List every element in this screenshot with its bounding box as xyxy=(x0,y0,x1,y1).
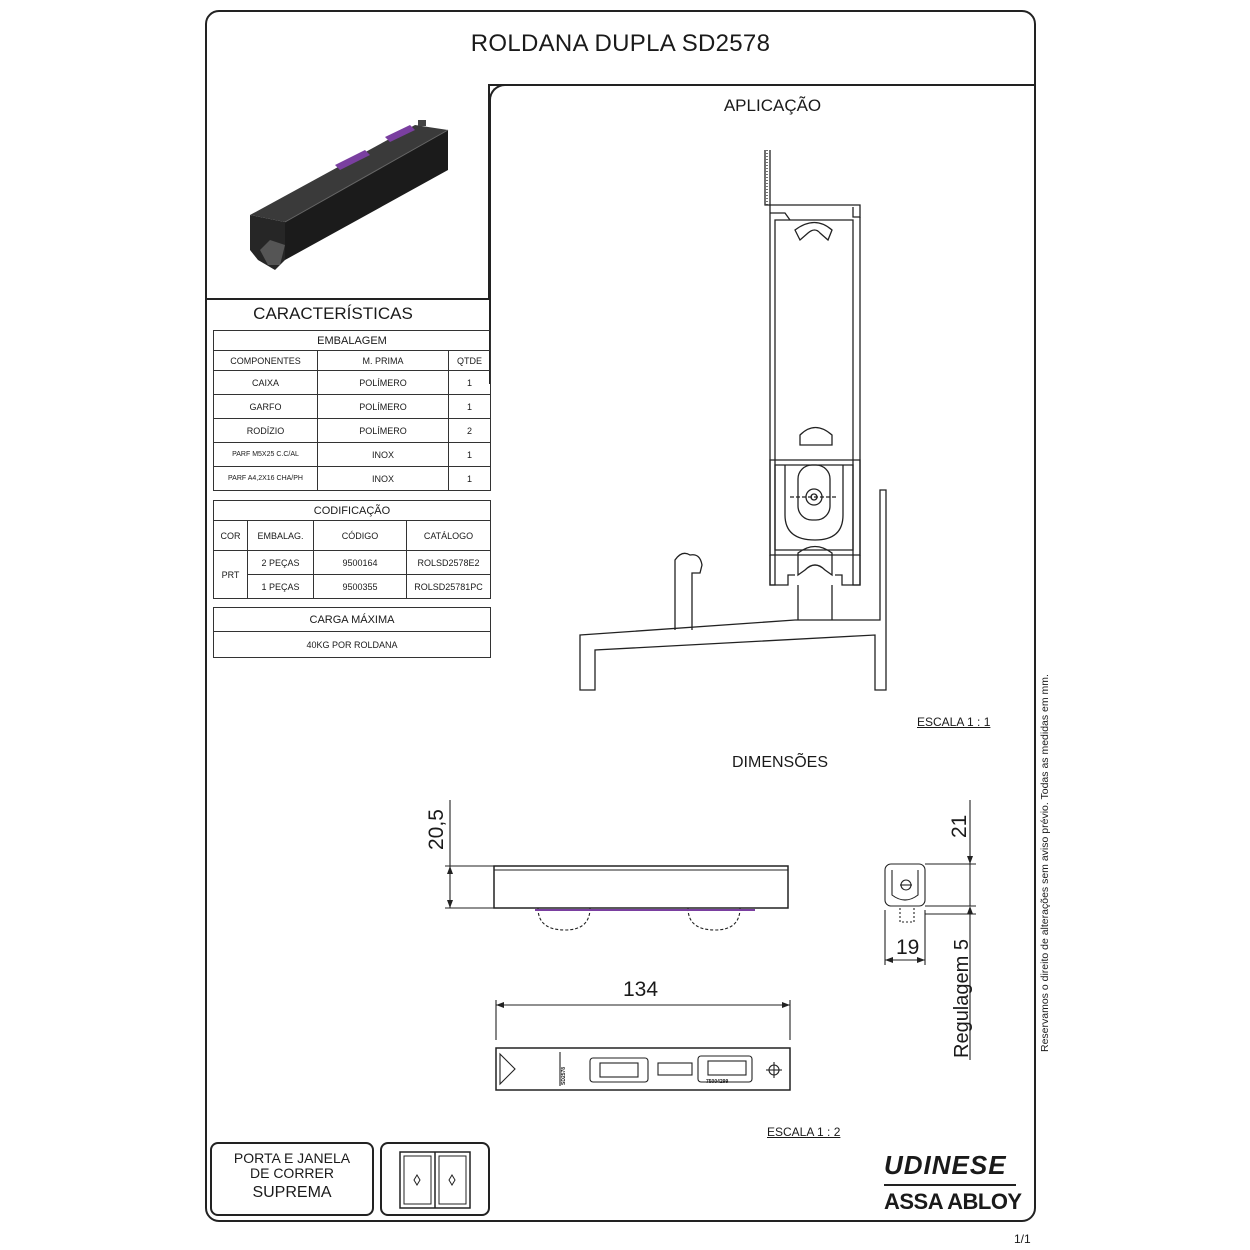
table-cell: GARFO xyxy=(213,394,318,419)
table-cell: 9500164 xyxy=(313,550,407,575)
codificacao-heading: CODIFICAÇÃO xyxy=(213,500,491,521)
table-cell: POLÍMERO xyxy=(317,418,449,443)
carga-value: 40KG POR ROLDANA xyxy=(213,631,491,658)
dimension-drawing xyxy=(445,800,976,1091)
dim-height-side: 21 xyxy=(948,814,971,838)
table-cell: PARF M5X25 C.C/AL xyxy=(213,442,318,467)
dim-regulagem: Regulagem 5 xyxy=(951,939,973,1058)
col-componentes: COMPONENTES xyxy=(213,350,318,371)
col-catalogo: CATÁLOGO xyxy=(406,520,491,551)
embalagem-table: EMBALAGEM COMPONENTES M. PRIMA QTDE CAIX… xyxy=(213,330,491,491)
product-line-label: PORTA E JANELA DE CORRER SUPREMA xyxy=(210,1150,374,1201)
page-title: ROLDANA DUPLA SD2578 xyxy=(470,30,771,57)
table-cell: CAIXA xyxy=(213,370,318,395)
side-note: Reservamos o direito de alterações sem a… xyxy=(1039,674,1051,1052)
table-cell: POLÍMERO xyxy=(317,394,449,419)
sliding-door-icon xyxy=(399,1151,471,1209)
table-cell: INOX xyxy=(317,466,449,491)
carga-table: CARGA MÁXIMA 40KG POR ROLDANA xyxy=(213,607,491,658)
col-qtde: QTDE xyxy=(448,350,491,371)
carga-heading: CARGA MÁXIMA xyxy=(213,607,491,632)
application-drawing xyxy=(579,150,887,691)
brand-divider xyxy=(884,1184,1016,1186)
brand-udinese: UDINESE xyxy=(884,1150,1007,1180)
table-cell: INOX xyxy=(317,442,449,467)
col-codigo: CÓDIGO xyxy=(313,520,407,551)
table-cell: 1 PEÇAS xyxy=(247,574,314,599)
escala-aplicacao: ESCALA 1 : 1 xyxy=(917,715,991,729)
dim-width-side: 19 xyxy=(896,936,920,959)
cor-cell: PRT xyxy=(213,550,248,599)
section-dimensoes: DIMENSÕES xyxy=(731,754,828,771)
dim-height-front: 20,5 xyxy=(425,809,448,850)
brand-assa-abloy: ASSA ABLOY xyxy=(884,1189,1022,1214)
sheet-frame xyxy=(205,10,1036,1222)
application-box xyxy=(489,84,1036,384)
col-cor: COR xyxy=(213,520,248,551)
codificacao-table: CODIFICAÇÃO COR EMBALAG. CÓDIGO CATÁLOGO… xyxy=(213,500,491,599)
col-embalag: EMBALAG. xyxy=(247,520,314,551)
table-cell: 2 PEÇAS xyxy=(247,550,314,575)
product-line-3: SUPREMA xyxy=(252,1184,332,1201)
embalagem-heading: EMBALAGEM xyxy=(213,330,491,351)
table-cell: 1 xyxy=(448,442,491,467)
table-cell: 1 xyxy=(448,394,491,419)
dim-length: 134 xyxy=(623,978,659,1001)
serial-mark: 75004299 xyxy=(706,1079,729,1085)
table-cell: 9500355 xyxy=(313,574,407,599)
product-line-box xyxy=(210,1142,374,1216)
page-number: 1/1 xyxy=(1014,1232,1031,1246)
section-caracteristicas: CARACTERÍSTICAS xyxy=(253,304,413,323)
product-line-2: DE CORRER xyxy=(249,1165,334,1181)
product-line-1: PORTA E JANELA xyxy=(233,1150,351,1166)
door-icon-box xyxy=(380,1142,490,1216)
escala-dimensoes: ESCALA 1 : 2 xyxy=(767,1125,841,1139)
table-cell: ROLSD2578E2 xyxy=(406,550,491,575)
table-cell: 2 xyxy=(448,418,491,443)
side-mark: SD2578 xyxy=(561,1066,567,1085)
table-cell: POLÍMERO xyxy=(317,370,449,395)
table-cell: RODÍZIO xyxy=(213,418,318,443)
table-cell: PARF A4,2X16 CHA/PH xyxy=(213,466,318,491)
col-materia-prima: M. PRIMA xyxy=(317,350,449,371)
table-cell: 1 xyxy=(448,466,491,491)
section-aplicacao: APLICAÇÃO xyxy=(723,96,822,115)
product-photo xyxy=(250,120,449,270)
table-cell: 1 xyxy=(448,370,491,395)
table-cell: ROLSD25781PC xyxy=(406,574,491,599)
